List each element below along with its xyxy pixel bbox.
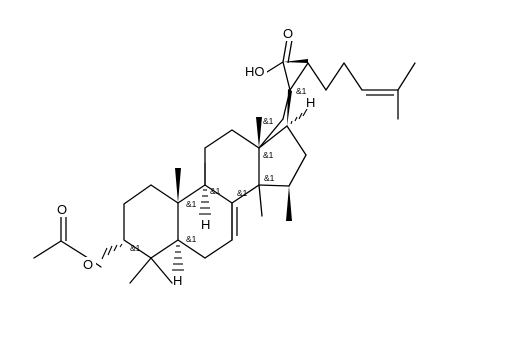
stereo-label-c3: &1 (130, 243, 141, 253)
c9-hydrogen-label: H (201, 217, 210, 232)
stereo-descriptors: &1 &1 &1 &1 &1 &1 &1 &1 &1 (130, 86, 307, 253)
c5-hydrogen-label: H (173, 273, 182, 288)
hashed-bonds (101, 108, 308, 271)
stereo-label-c5: &1 (186, 234, 197, 244)
stereo-label-c17: &1 (263, 116, 274, 126)
atom-labels: O HO O O H H H (56, 26, 315, 288)
skeleton-bonds (33, 61, 416, 284)
acid-carbonyl-oxygen-label: O (283, 26, 293, 41)
stereo-label-c20: &1 (296, 86, 307, 96)
stereo-label-c13: &1 (263, 150, 274, 160)
double-bonds (60, 38, 398, 241)
acid-hydroxyl-label: HO (245, 64, 265, 79)
stereo-label-c14: &1 (264, 173, 275, 183)
stereo-label-c10: &1 (186, 199, 197, 209)
ester-carbonyl-oxygen-label: O (57, 202, 67, 217)
ester-oxygen-label: O (83, 257, 93, 272)
c17-hydrogen-label: H (306, 95, 315, 110)
wedge-bonds (175, 59, 308, 221)
stereo-label-c9: &1 (210, 186, 221, 196)
stereo-label-c8: &1 (237, 188, 248, 198)
